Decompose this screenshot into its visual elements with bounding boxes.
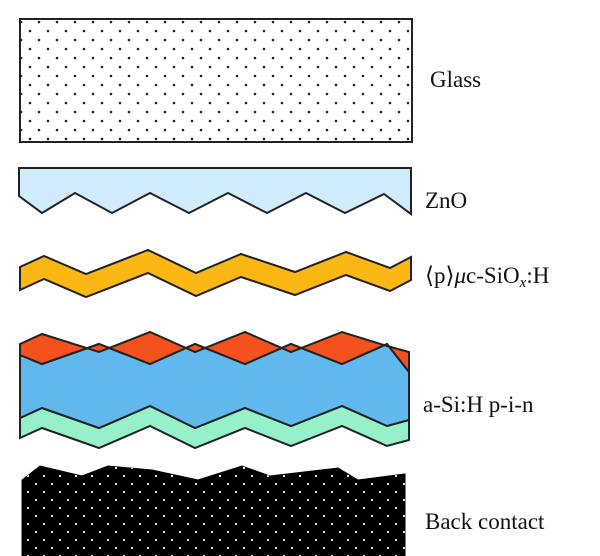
glass-layer (19, 18, 413, 143)
glass-label: Glass (430, 67, 482, 92)
zno-layer (18, 167, 412, 216)
p-layer-label: ⟨p⟩μc-SiOx:H (425, 263, 550, 291)
pin-label: a-Si:H p-i-n (423, 392, 534, 417)
pin-stack (19, 330, 410, 450)
p-layer (19, 248, 412, 299)
back-contact-label: Back contact (425, 509, 545, 534)
pin-p-layer (19, 330, 410, 375)
zno-label: ZnO (425, 188, 468, 213)
